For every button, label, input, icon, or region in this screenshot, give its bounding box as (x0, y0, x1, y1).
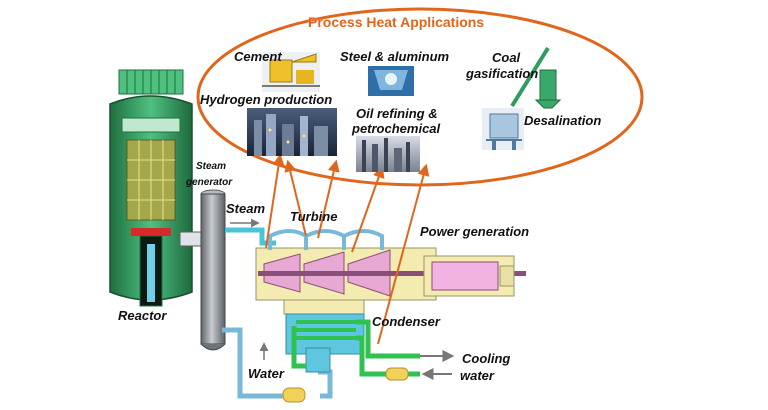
reactor-core-support (131, 228, 171, 236)
label-steam-generator-line2: generator (186, 177, 233, 188)
label-cooling-line1: Cooling (462, 351, 511, 366)
label-oil-line1: Oil refining & (356, 106, 438, 121)
label-coal-line2: gasification (466, 66, 539, 81)
label-coal-line1: Coal (492, 50, 521, 65)
label-turbine: Turbine (290, 209, 338, 224)
reactor-control-rod-drive (147, 244, 155, 302)
label-steam-generator-line1: Steam (196, 161, 227, 172)
label-power-generation: Power generation (420, 224, 530, 239)
condenser-hotwell (305, 347, 331, 373)
label-steel-aluminum: Steel & aluminum (340, 49, 450, 64)
label-reactor: Reactor (118, 308, 167, 323)
steam-generator (200, 189, 226, 351)
hot-gas-duct (179, 231, 205, 247)
turbine-shaft (258, 271, 526, 276)
label-water: Water (248, 366, 284, 381)
refinery-image (356, 136, 420, 172)
steel-plant-image (368, 66, 414, 96)
condenser (283, 299, 365, 373)
label-cooling-line2: water (460, 368, 494, 383)
label-steam: Steam (226, 201, 266, 216)
label-hydrogen-production: Hydrogen production (200, 92, 333, 107)
cement-plant-image (262, 52, 320, 92)
label-cement: Cement (234, 49, 282, 64)
generator (423, 255, 515, 297)
label-desalination: Desalination (524, 113, 602, 128)
label-condenser: Condenser (372, 314, 440, 329)
reactor (109, 69, 193, 307)
hydrogen-plant-image (247, 108, 337, 156)
feedwater-pump (282, 387, 306, 403)
label-oil-line2: petrochemical (352, 121, 441, 136)
coal-gasifier-image (510, 46, 562, 109)
reactor-top-nozzles (118, 69, 184, 95)
process-heat-title: Process Heat Applications (308, 14, 485, 30)
desalination-plant-image (482, 108, 524, 150)
turbine-set (255, 229, 526, 301)
process-heat-arrows (265, 153, 430, 345)
cooling-water-pump (385, 367, 409, 381)
reactor-upper-plenum (121, 117, 181, 133)
